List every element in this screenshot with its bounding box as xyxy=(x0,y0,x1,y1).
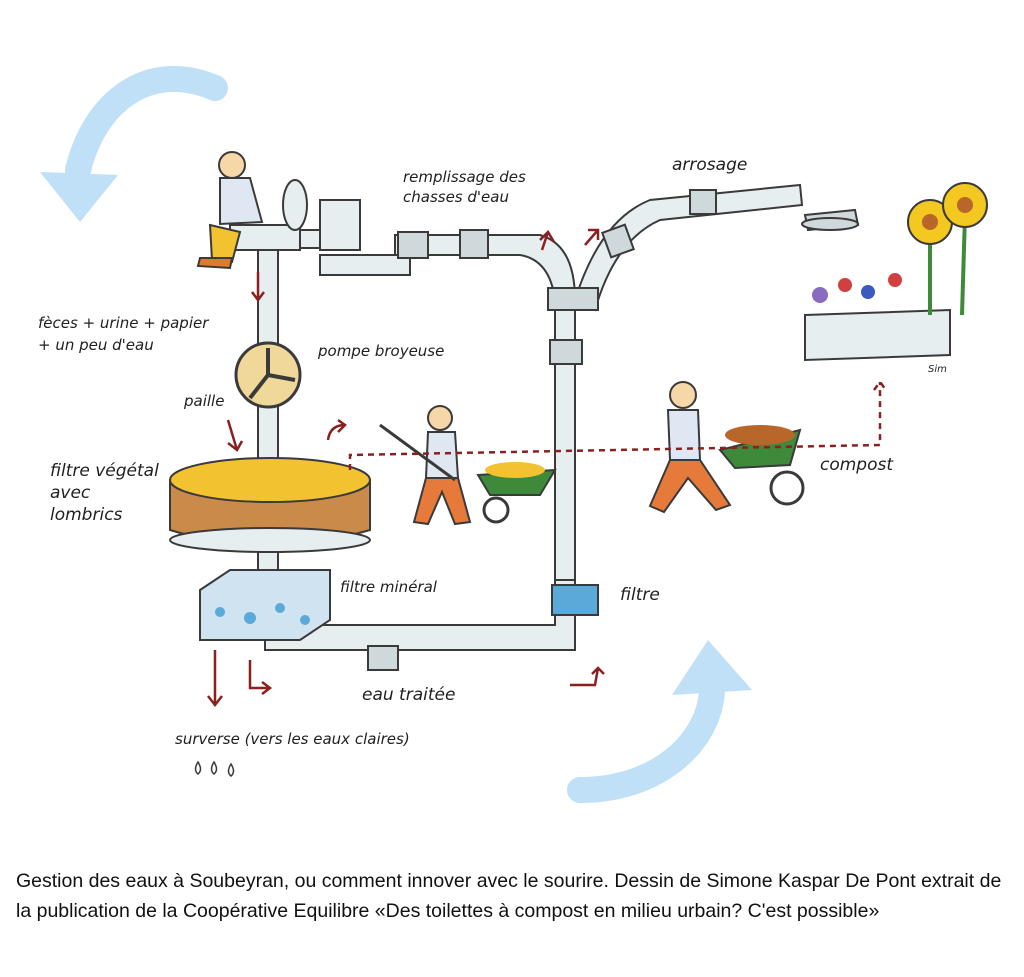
label-compost: compost xyxy=(820,455,894,475)
artist-signature: Sim xyxy=(928,364,947,375)
label-paille: paille xyxy=(183,392,224,410)
toilet-person xyxy=(196,151,308,270)
label-feces: fèces + urine + papier+ un peu d'eau xyxy=(38,314,209,354)
label-filtre-mineral: filtre minéral xyxy=(340,578,438,596)
pipe-filter xyxy=(551,584,599,616)
label-pompe: pompe broyeuse xyxy=(317,342,444,360)
pipe-fittings xyxy=(367,189,717,671)
label-filtre: filtre xyxy=(620,585,660,605)
label-surverse: surverse (vers les eaux claires) xyxy=(175,730,410,748)
cycle-arrow-top-left xyxy=(40,66,228,222)
overflow-drops xyxy=(194,760,235,777)
figure-caption: Gestion des eaux à Soubeyran, ou comment… xyxy=(16,870,1002,922)
flower-planter xyxy=(801,182,988,362)
label-arrosage: arrosage xyxy=(672,155,747,175)
label-eau-traitee: eau traitée xyxy=(362,685,455,705)
person-wheelbarrow xyxy=(648,381,805,514)
flow-arrows xyxy=(207,228,887,708)
vegetal-filter xyxy=(169,457,371,553)
grinder-pump xyxy=(234,341,302,409)
mineral-filter xyxy=(199,569,331,641)
cycle-arrow-bottom-right xyxy=(567,640,752,803)
person-shoveling xyxy=(379,405,472,526)
wheelbarrow-small xyxy=(476,462,557,524)
